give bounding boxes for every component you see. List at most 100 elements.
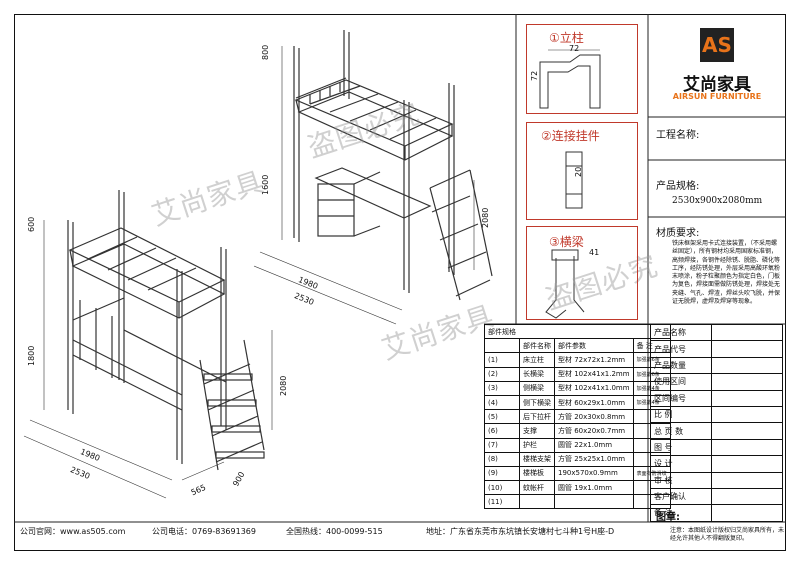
dim-text: 2080	[279, 375, 288, 396]
table-row: (8)楼梯支架方管 25x25x1.0mm	[484, 451, 671, 467]
table-row: (10)蚊帐杆圆管 19x1.0mm	[484, 480, 671, 496]
parts-cell-param: 方管 20x30x0.8mm	[554, 409, 634, 425]
parts-cell-name	[519, 494, 555, 510]
info-label: 总 页 数	[650, 422, 712, 440]
footer-website: 公司官网：www.as505.com	[20, 527, 126, 536]
info-label: 比 例	[650, 405, 712, 424]
dim-text: 20	[574, 166, 583, 177]
info-label: 区间编号	[650, 389, 712, 407]
logo-mark: AS	[700, 28, 734, 62]
copyright-note: 注意：本图纸设计版权归艾尚家具所有，未经允许其他人不得翻版复印。	[670, 527, 785, 542]
parts-cell-param: 190x570x0.9mm	[554, 465, 634, 482]
parts-header: 部件名称	[519, 338, 555, 354]
table-row: 图 号	[650, 438, 783, 457]
table-row: 审 核	[650, 471, 783, 489]
parts-cell-no: (8)	[484, 451, 520, 467]
hanger-drawing	[565, 151, 583, 209]
table-row: (5)后下拉杆方管 20x30x0.8mm	[484, 409, 671, 425]
info-value	[711, 487, 783, 506]
dim-text: 72	[530, 70, 539, 81]
info-label: 备 注	[650, 504, 712, 522]
parts-cell-param: 方管 60x20x0.7mm	[554, 423, 634, 439]
detail-box-beam: ③横梁 41	[526, 226, 638, 320]
parts-cell-no: (5)	[484, 409, 520, 425]
detail-title: ②连接挂件	[541, 129, 600, 143]
parts-table-title: 部件规格	[484, 323, 671, 340]
info-value	[711, 422, 783, 440]
dim-text: 800	[261, 44, 270, 60]
drawing-stamp-label: 图章:	[656, 512, 680, 523]
parts-cell-name: 护栏	[519, 437, 555, 453]
parts-cell-no: (7)	[484, 437, 520, 453]
company-logo: AS 艾尚家具 AIRSUN FURNITURE	[650, 24, 784, 114]
table-row: (6)支撑方管 60x20x0.7mm	[484, 423, 671, 439]
table-row: 比 例	[650, 405, 783, 424]
parts-cell-name: 支撑	[519, 423, 555, 439]
info-value	[711, 373, 783, 391]
parts-cell-name: 蚊帐杆	[519, 480, 555, 496]
info-value	[711, 504, 783, 522]
info-label: 客户确认	[650, 487, 712, 506]
detail-title: ③横梁	[549, 235, 584, 249]
dim-text: 41	[589, 248, 600, 257]
loft-bed-front-view	[23, 190, 273, 499]
parts-cell-no: (3)	[484, 380, 520, 396]
info-label: 使用区间	[650, 373, 712, 391]
material-text: 铁床框架采用卡式连接装置，（不采用螺丝固定），所有钢材均采用国家标准钢，高频焊接…	[672, 240, 781, 306]
parts-cell-no: (10)	[484, 480, 520, 496]
detail-box-post: ①立柱 72 72	[526, 24, 638, 114]
spec-value: 2530x900x2080mm	[672, 196, 763, 206]
dim-text: 600	[27, 216, 36, 232]
info-label: 审 核	[650, 471, 712, 489]
parts-cell-param: 型材 102x41x1.0mm	[554, 380, 634, 396]
material-label: 材质要求:	[656, 228, 700, 239]
dim-text: 2080	[481, 207, 490, 228]
detail-title: ①立柱	[549, 31, 584, 45]
beam-drawing	[545, 256, 585, 319]
parts-cell-no: (6)	[484, 423, 520, 439]
info-value	[711, 405, 783, 424]
table-row: 产品代号	[650, 340, 783, 358]
parts-cell-param: 型材 60x29x1.0mm	[554, 394, 634, 411]
parts-cell-param: 方管 25x25x1.0mm	[554, 451, 634, 467]
parts-cell-name: 楼梯支架	[519, 451, 555, 467]
post-profile-drawing	[539, 54, 601, 109]
dim-text: 1800	[27, 345, 36, 366]
info-label: 产品数量	[650, 356, 712, 375]
parts-cell-name: 后下拉杆	[519, 409, 555, 425]
parts-cell-no: (1)	[484, 352, 520, 368]
parts-cell-param: 型材 102x41x1.2mm	[554, 366, 634, 382]
info-value	[711, 323, 783, 342]
detail-box-hanger: ②连接挂件 20	[526, 122, 638, 220]
parts-cell-no: (11)	[484, 494, 520, 510]
table-row: (7)护栏圆管 22x1.0mm	[484, 437, 671, 453]
logo-english: AIRSUN FURNITURE	[672, 92, 762, 101]
info-value	[711, 471, 783, 489]
info-label: 产品代号	[650, 340, 712, 358]
parts-cell-param	[554, 494, 634, 510]
parts-cell-param: 圆管 22x1.0mm	[554, 437, 634, 453]
info-value	[711, 455, 783, 473]
parts-cell-name: 侧下横梁	[519, 394, 555, 411]
parts-cell-name: 楼梯板	[519, 465, 555, 482]
info-label: 设 计	[650, 455, 712, 473]
table-row: 区间编号	[650, 389, 783, 407]
parts-cell-name: 侧横梁	[519, 380, 555, 396]
project-label: 工程名称:	[656, 130, 700, 141]
table-row: 产品数量	[650, 356, 783, 375]
table-row: 使用区间	[650, 373, 783, 391]
table-row: 设 计	[650, 455, 783, 473]
drawing-frame	[14, 14, 786, 551]
table-row: 备 注	[650, 504, 783, 522]
parts-cell-name: 长横梁	[519, 366, 555, 382]
info-value	[711, 356, 783, 375]
loft-bed-top-view	[253, 30, 493, 325]
info-value	[711, 340, 783, 358]
footer-phone: 公司电话：0769-83691369	[152, 527, 256, 536]
table-row: 总 页 数	[650, 422, 783, 440]
